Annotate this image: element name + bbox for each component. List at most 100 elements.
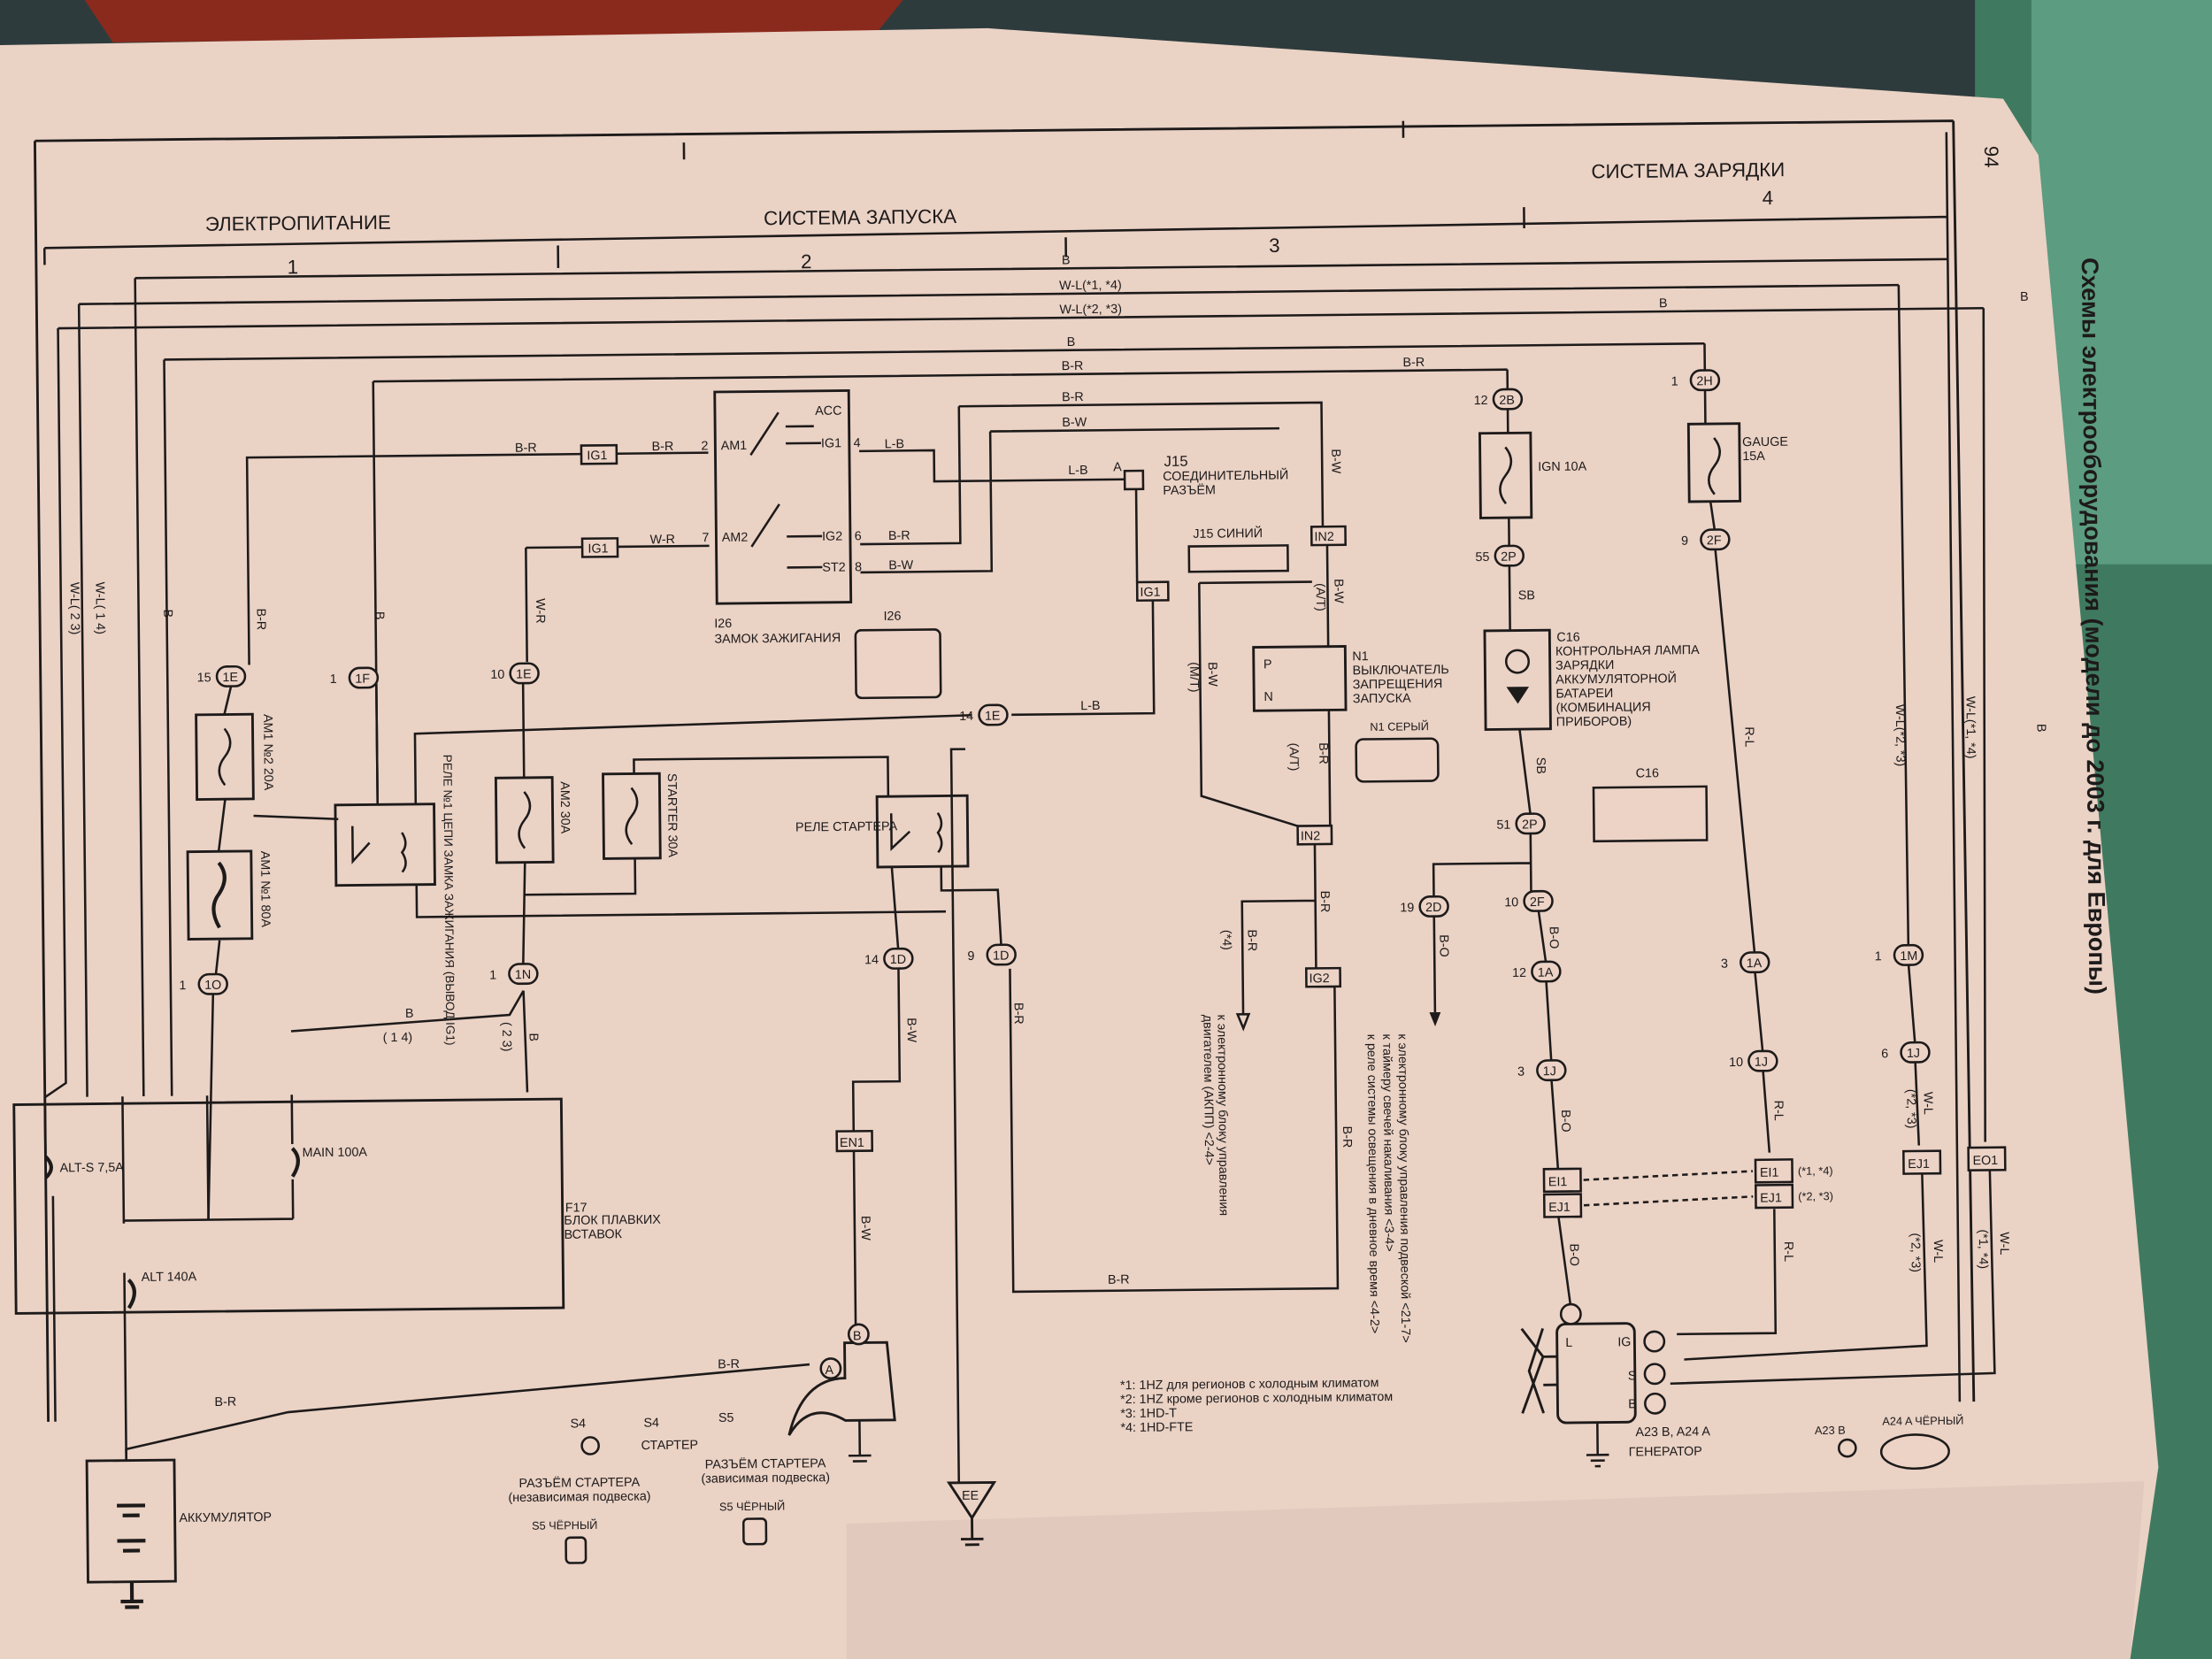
starter-connector-color: S5 ЧЁРНЫЙ [719, 1500, 785, 1514]
destination-glow-timer: к таймеру свечей накаливания <3-4> [1379, 1033, 1396, 1251]
terminal-b: B [1628, 1397, 1637, 1411]
wire-label-b: B [405, 1007, 414, 1021]
fuse-am2-label: AM2 30A [557, 781, 572, 834]
wire-label-br: B-R [1062, 359, 1084, 373]
wire-label-br: B-R [1244, 929, 1258, 951]
terminal-ig2: IG2 [822, 529, 842, 543]
ignition-switch-name: ЗАМОК ЗАЖИГАНИЯ [714, 631, 841, 646]
connector-oval-pin: 10 [490, 668, 504, 682]
wire-label-p4: (*4) [1219, 930, 1233, 950]
fuse-starter-label: STARTER 30A [664, 773, 680, 858]
wire-label-br: B-R [1108, 1273, 1130, 1287]
connector-ig1-label: IG1 [588, 541, 608, 556]
wire-label-bw: B-W [858, 1216, 872, 1240]
column-1: 1 [288, 256, 299, 278]
fuse-alt-label: ALT 140A [141, 1269, 197, 1285]
wire-label-wl23: W-L(*2, *3) [1893, 704, 1908, 767]
connector-oval-id: 2B [1499, 394, 1515, 408]
page-number: 94 [1980, 146, 2002, 168]
connector-oval: 1A3 [1721, 951, 1770, 974]
pin-label: 8 [855, 560, 862, 574]
wire-label-wl14v: W-L( 1 4) [92, 581, 107, 634]
footnote: *2: 1HZ кроме регионов с холодным климат… [1120, 1390, 1393, 1407]
ground-ee-icon [946, 1480, 997, 1547]
fuse-gauge [1686, 422, 1742, 503]
connector-oval-id: 1D [890, 953, 906, 967]
j15-connector-picture [1187, 544, 1289, 573]
connector-in2 [1310, 525, 1347, 547]
terminal-ig1: IG1 [821, 436, 841, 450]
j15-junction [1123, 469, 1145, 491]
fuse-alt-s-label: ALT-S 7,5A [59, 1160, 124, 1175]
connector-ig2-label: IG2 [1309, 972, 1329, 986]
connector-oval-pin: 9 [1681, 534, 1688, 549]
wire-label-bw: B-W [904, 1018, 918, 1042]
connector-ej1-label: EJ1 [1548, 1201, 1571, 1215]
fuse-gauge-label: GAUGE 15A [1742, 434, 1789, 464]
connector-oval-pin: 55 [1475, 550, 1489, 565]
connector-oval: 2H1 [1671, 369, 1721, 392]
paper-page [0, 27, 2159, 1659]
wire-label-br: B-R [652, 440, 674, 454]
connector-oval: 1N1 [489, 963, 539, 986]
wire-label-rl: R-L [1741, 726, 1755, 747]
connector-oval-id: 2D [1425, 901, 1441, 915]
connector-ej1 [1754, 1183, 1794, 1210]
ej1-variant: (*2, *3) [1798, 1189, 1833, 1202]
generator-connector-refs: A23 B, A24 A [1635, 1425, 1710, 1440]
fuse-am1-no1-label: AM1 №1 80A [257, 851, 273, 928]
connector-en1-label: EN1 [840, 1136, 864, 1150]
connector-oval-shape [1893, 943, 1924, 966]
column-3: 3 [1269, 234, 1280, 257]
wire-label-p14: ( 1 4) [383, 1031, 413, 1045]
connector-ig1-label: IG1 [1140, 586, 1160, 600]
terminal-b: B [853, 1329, 862, 1343]
wire-label-sb: SB [1518, 588, 1535, 603]
terminal-am2: AM2 [722, 531, 749, 545]
connector-ej1-label: EJ1 [1760, 1191, 1782, 1205]
connector-oval-id: 1E [985, 710, 1001, 724]
connector-ej1 [1902, 1149, 1942, 1175]
j15-id: J15 [1164, 453, 1188, 470]
connector-oval-id: 1D [993, 949, 1009, 963]
connector-oval-pin: 10 [1504, 895, 1518, 910]
connector-in2-label: IN2 [1314, 530, 1333, 544]
wire-label-bw: B-W [1328, 449, 1342, 473]
n1-connector-picture [1355, 737, 1440, 783]
wire-label-bo: B-O [1558, 1110, 1572, 1133]
connector-oval-pin: 15 [197, 671, 211, 685]
connector-oval-shape [1689, 369, 1721, 392]
c16-connector-picture [1592, 785, 1709, 843]
wire-label-bo: B-O [1567, 1243, 1581, 1266]
connector-oval-pin: 10 [1729, 1056, 1743, 1070]
wire-label-wl: W-L [1931, 1240, 1945, 1263]
connector-oval-id: 1M [1900, 949, 1917, 964]
connector-oval-shape [1700, 528, 1731, 551]
wire-label-wr: W-R [649, 533, 675, 547]
wire-label-bw: B-W [1205, 662, 1219, 687]
connector-oval-shape [508, 963, 539, 986]
fuse-block-id: F17 [565, 1201, 588, 1215]
position-n: N [1263, 690, 1273, 704]
connector-oval-pin: 51 [1496, 818, 1510, 833]
connector-oval: 1M1 [1875, 943, 1924, 966]
fuse-block-name: БЛОК ПЛАВКИХ ВСТАВОК [564, 1212, 661, 1242]
s4-label: S4 [643, 1416, 659, 1430]
n1-id: N1 [1352, 649, 1369, 664]
connector-oval-id: 1O [204, 979, 221, 993]
connector-in2-label: IN2 [1301, 829, 1320, 843]
footnote: *4: 1HD-FTE [1120, 1420, 1193, 1435]
s5-label: S5 [718, 1411, 734, 1425]
connector-oval-pin: 1 [330, 672, 337, 687]
starter-connector-picture [565, 1536, 588, 1564]
a23-connector-label: A23 B [1815, 1424, 1846, 1437]
section-charging: СИСТЕМА ЗАРЯДКИ [1591, 158, 1785, 182]
wire-label-wl14p: (*1, *4) [1976, 1229, 1990, 1269]
connector-oval-id: 1F [355, 672, 370, 687]
